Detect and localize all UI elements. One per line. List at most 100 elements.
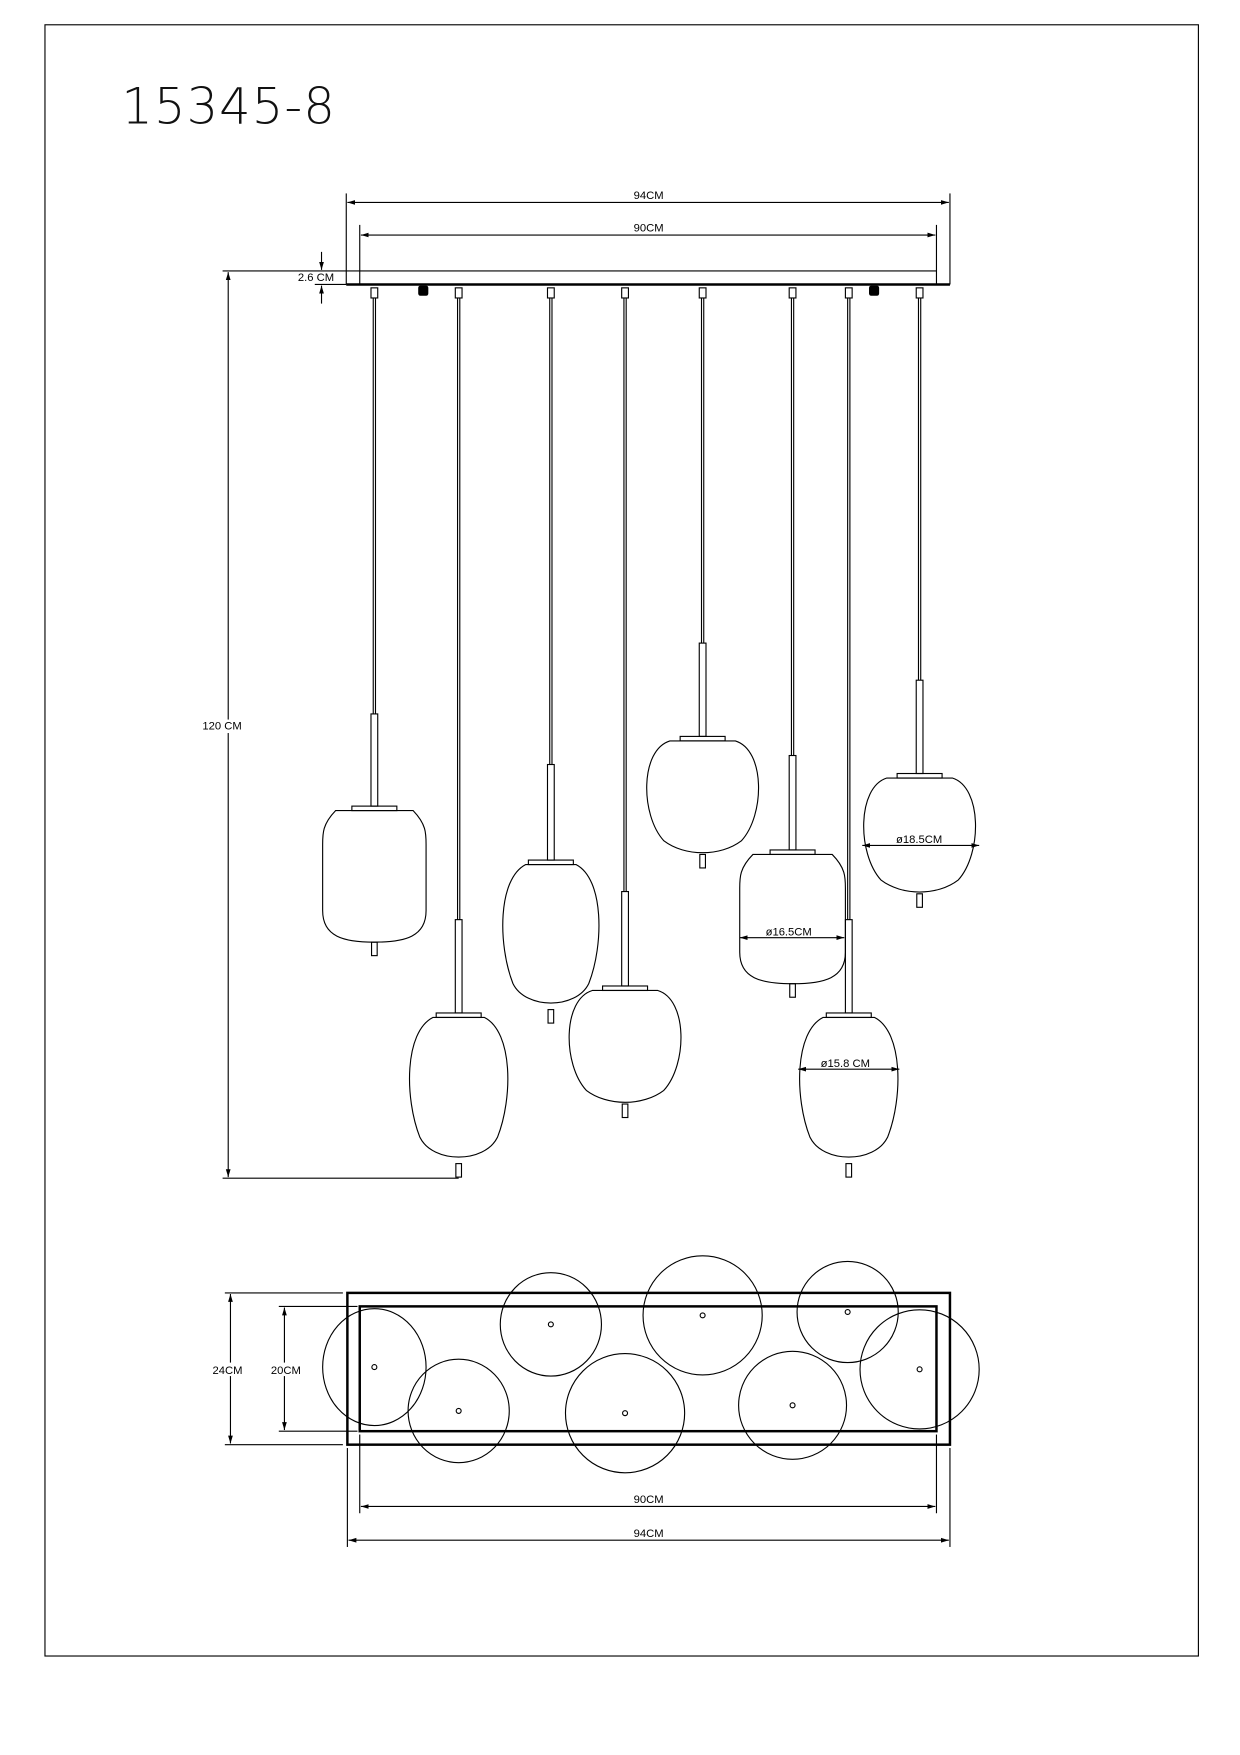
- shade-outline: [796, 1260, 899, 1364]
- lamp-holder-rod: [698, 642, 707, 737]
- shade-outline: [564, 1353, 686, 1474]
- cord-point: [547, 1321, 554, 1328]
- shade-cap: [769, 849, 816, 856]
- pendant: [799, 287, 899, 1178]
- shade-tip: [699, 853, 707, 869]
- glass-shade: [799, 1016, 899, 1158]
- lamp-holder-rod: [788, 754, 797, 851]
- glass-shade: [408, 1016, 509, 1158]
- dimension-label-90cm-top: 90CM: [634, 1494, 664, 1506]
- canopy-screw: [869, 285, 880, 296]
- shade-footprint: [499, 1272, 603, 1377]
- dimension-label-90cm: 90CM: [634, 223, 664, 235]
- side-view: 94CM 90CM 2.6 CM 120 CM ø18.5CM ø16.5CM …: [202, 190, 980, 1179]
- diameter-15-8: ø15.8 CM: [798, 1058, 900, 1072]
- glass-shade: [646, 740, 760, 854]
- lamp-holder-rod: [844, 919, 853, 1014]
- shade-footprint: [407, 1358, 510, 1464]
- diameter-label: ø15.8 CM: [821, 1058, 870, 1070]
- pendant: [322, 287, 427, 957]
- canopy-outline-outer: [346, 1291, 952, 1446]
- label-bg: [209, 719, 255, 734]
- cord-connector: [454, 287, 463, 299]
- pendants: [322, 287, 977, 1178]
- shade-outline: [738, 1350, 848, 1460]
- shade-tip: [789, 983, 796, 998]
- dimension-label-20cm: 20CM: [271, 1365, 301, 1377]
- glass-shade: [863, 777, 977, 893]
- cord-point: [455, 1407, 462, 1414]
- cord-point: [844, 1308, 851, 1316]
- label-bg: [211, 1362, 250, 1377]
- shade-cap: [602, 985, 649, 992]
- cord-connector: [621, 287, 629, 299]
- shade-footprint: [322, 1308, 427, 1427]
- shade-tip: [370, 941, 378, 957]
- sheet-border: [44, 24, 1199, 1657]
- shade-cap: [825, 1012, 872, 1019]
- cord-point: [699, 1312, 706, 1319]
- lamp-holder-rod: [454, 919, 463, 1014]
- shade-cap: [351, 805, 398, 812]
- dimension-label-94cm: 94CM: [634, 190, 664, 202]
- glass-shade: [322, 810, 427, 943]
- shade-outline: [642, 1255, 763, 1376]
- canopy-screw: [418, 285, 429, 296]
- shade-cap: [435, 1012, 482, 1019]
- pendant: [646, 287, 760, 869]
- lamp-holder-rod: [546, 763, 555, 861]
- glass-shade: [739, 853, 846, 985]
- label-bg: [269, 1362, 304, 1377]
- cord-connector: [370, 287, 379, 299]
- lamp-holder-rod: [915, 679, 924, 775]
- shade-tip: [547, 1009, 555, 1024]
- shade-outline: [859, 1309, 980, 1430]
- shade-footprint: [796, 1260, 899, 1364]
- shade-footprint: [859, 1309, 980, 1430]
- lamp-holder-rod: [621, 890, 629, 987]
- shade-tip: [916, 893, 923, 908]
- shade-footprint: [642, 1255, 763, 1376]
- cord-connector: [788, 287, 797, 299]
- shade-tip: [621, 1103, 629, 1119]
- cord-point: [371, 1364, 378, 1371]
- top-view: 24CM 20CM 90CM 94CM: [211, 1255, 980, 1547]
- shade-cap: [679, 735, 726, 742]
- glass-shade: [568, 989, 682, 1103]
- diameter-18-5: ø18.5CM: [862, 834, 980, 848]
- diameter-label: ø18.5CM: [896, 834, 942, 846]
- shade-tip: [845, 1163, 853, 1178]
- dimension-label-24cm: 24CM: [212, 1365, 242, 1377]
- dimension-label-94cm-top: 94CM: [634, 1528, 664, 1540]
- glass-shade: [502, 864, 600, 1004]
- cord-connector: [546, 287, 555, 299]
- shade-footprint: [564, 1353, 686, 1474]
- dimension-label-120cm: 120 CM: [202, 721, 241, 733]
- diameter-label: ø16.5CM: [766, 926, 812, 938]
- lamp-holder-rod: [370, 713, 379, 807]
- dimension-label-2-6cm: 2.6 CM: [298, 272, 334, 284]
- cord-point: [789, 1402, 796, 1409]
- pendant: [739, 287, 846, 998]
- shade-footprints: [322, 1255, 980, 1474]
- cord-connector: [915, 287, 924, 299]
- canopy-outline-inner: [358, 1305, 938, 1433]
- shade-tip: [455, 1163, 463, 1178]
- pendant: [408, 287, 509, 1178]
- cord-point: [916, 1366, 923, 1373]
- pendant: [502, 287, 600, 1024]
- shade-outline: [499, 1272, 603, 1377]
- shade-cap: [527, 859, 574, 866]
- pendant: [863, 287, 977, 908]
- diameter-16-5: ø16.5CM: [739, 926, 845, 941]
- shade-outline: [407, 1358, 510, 1464]
- model-number: 15345-8: [121, 78, 336, 136]
- shade-footprint: [738, 1350, 848, 1460]
- cord-connector: [844, 287, 853, 299]
- pendant: [568, 287, 682, 1119]
- shade-outline: [322, 1308, 427, 1427]
- cord-point: [622, 1410, 629, 1417]
- cord-connector: [698, 287, 707, 299]
